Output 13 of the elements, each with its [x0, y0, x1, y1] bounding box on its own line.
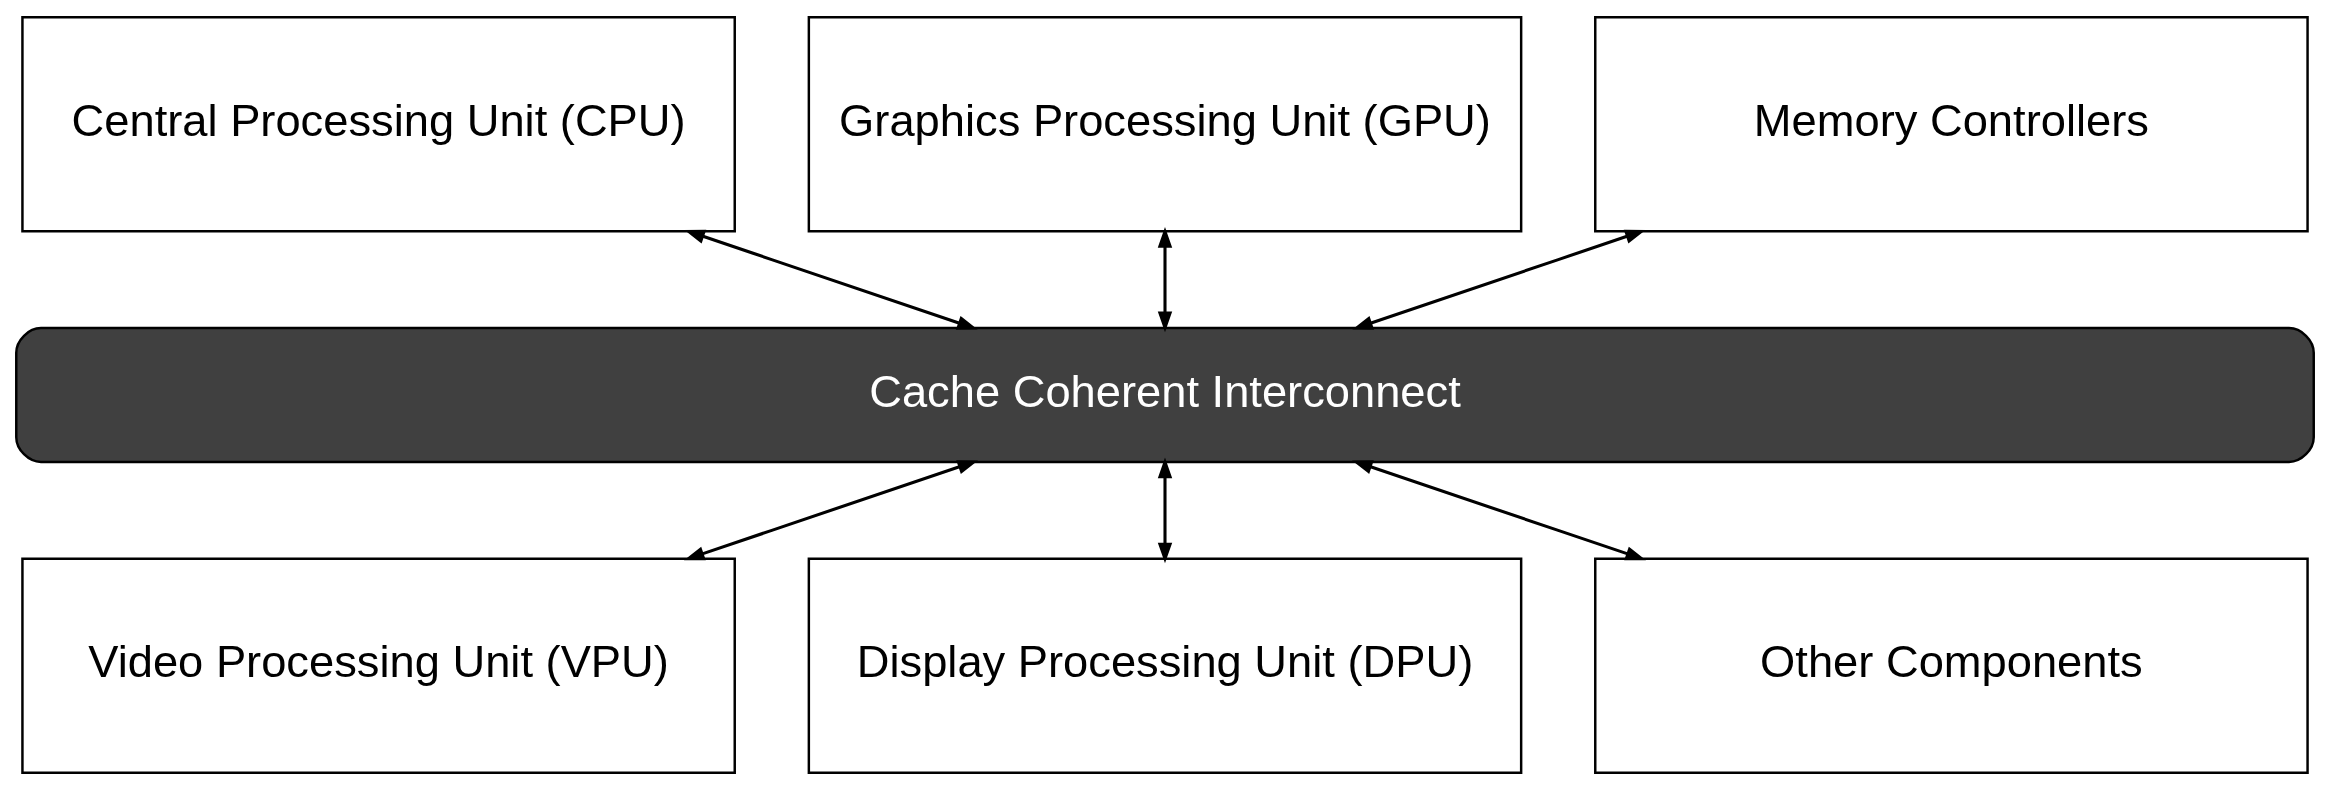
node-box: Cache Coherent Interconnect	[15, 326, 2315, 464]
node-box: Memory Controllers	[1594, 16, 2309, 233]
arrow	[1352, 229, 1646, 330]
arrow	[1157, 227, 1173, 333]
node-box: Other Components	[1594, 557, 2309, 774]
node-box: Display Processing Unit (DPU)	[807, 557, 1523, 774]
node-box: Graphics Processing Unit (GPU)	[807, 16, 1523, 233]
arrow	[1157, 457, 1173, 564]
arrow	[684, 460, 979, 561]
arrow	[684, 229, 978, 330]
node-box: Central Processing Unit (CPU)	[21, 16, 736, 233]
arrow	[1351, 460, 1646, 561]
node-box: Video Processing Unit (VPU)	[21, 557, 736, 774]
